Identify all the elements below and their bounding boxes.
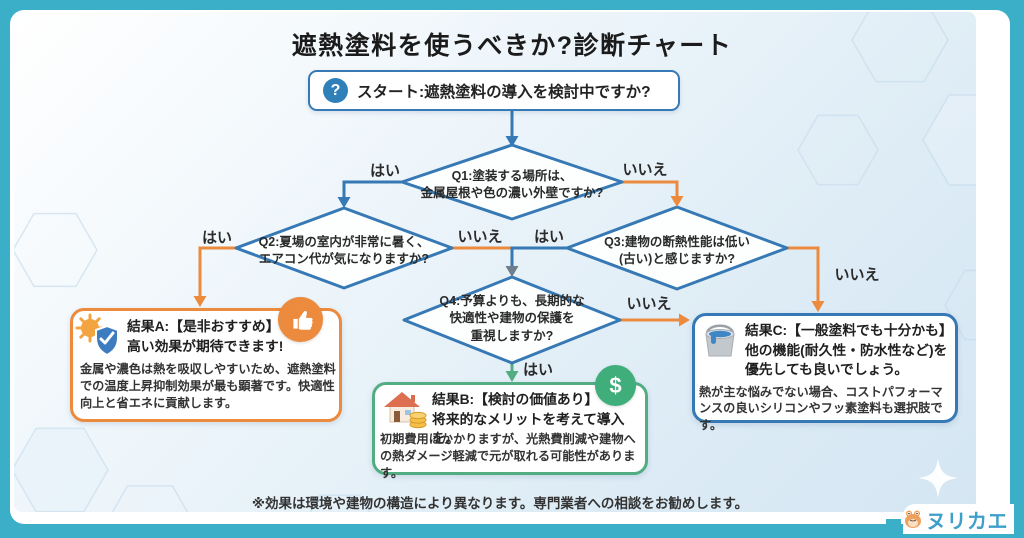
label-q2-no: いいえ <box>457 228 503 246</box>
q1-line2: 金属屋根や色の濃い外壁ですか? <box>420 186 604 201</box>
result-b-body: 初期費用はかかりますが、光熱費削減や建物への熱ダメージ軽減で元が取れる可能性があ… <box>380 432 636 481</box>
q4-line2: 快適性や建物の保護を <box>449 311 575 326</box>
brand-logo-text: ヌリカエ <box>926 510 1008 533</box>
start-node: ? スタート:遮熱塗料の導入を検討中ですか? <box>308 70 680 111</box>
result-a-body: 金属や濃色は熱を吸収しやすいため、遮熱塗料での温度上昇抑制効果が最も顕著です。快… <box>80 362 336 411</box>
result-c-body: 熱が主な悩みでない場合、コストパフォーマンスの良いシリコンやフッ素塗料も選択肢で… <box>699 385 943 432</box>
start-label: スタート:遮熱塗料の導入を検討中ですか? <box>357 83 651 101</box>
result-b-title: 結果B:【検討の価値あり】 将来的なメリットを考えて導入を。 <box>432 390 646 449</box>
q1-text: Q1:塗装する場所は、 金属屋根や色の濃い外壁ですか? <box>402 168 622 203</box>
result-c-title: 結果C:【一般塗料でも十分かも】 他の機能(耐久性・防水性など)を 優先しても良… <box>745 321 959 380</box>
result-c-box <box>692 313 958 423</box>
dollar-icon: $ <box>595 365 636 406</box>
label-q3-no: いいえ <box>834 266 880 284</box>
label-q1-yes: はい <box>369 162 401 180</box>
label-q3-yes: はい <box>533 228 565 246</box>
result-a-title2: 高い効果が期待できます! <box>127 338 284 354</box>
result-b-title2: 将来的なメリットを考えて導入を。 <box>432 411 625 447</box>
house-coins-icon <box>384 392 427 429</box>
q4-text: Q4:予算よりも、長期的な 快適性や建物の保護を 重視しますか? <box>402 293 622 345</box>
result-c-title1: 結果C:【一般塗料でも十分かも】 <box>745 323 953 338</box>
brand-logo: ヌリカエ <box>903 504 1014 534</box>
thumbs-up-icon <box>278 297 323 342</box>
q3-text: Q3:建物の断熱性能は低い (古い)と感じますか? <box>567 234 787 269</box>
q4-line3: 重視しますか? <box>470 328 554 343</box>
result-c-title3: 優先しても良いでしょう。 <box>745 362 909 378</box>
disclaimer-note: ※効果は環境や建物の構造により異なります。専門業者への相談をお勧めします。 <box>251 496 749 511</box>
label-q4-yes: はい <box>522 361 554 379</box>
result-c-title2: 他の機能(耐久性・防水性など)を <box>745 342 948 358</box>
label-q2-yes: はい <box>201 229 233 247</box>
label-q1-no: いいえ <box>622 161 668 179</box>
q4-line1: Q4:予算よりも、長期的な <box>439 294 585 308</box>
q2-line1: Q2:夏場の室内が非常に暑く、 <box>258 235 430 249</box>
paint-bucket-icon <box>705 324 735 357</box>
result-a-title1: 結果A:【是非おすすめ】 <box>127 319 280 334</box>
label-q4-no: いいえ <box>626 295 672 313</box>
page-title: 遮熱塗料を使うべきか?診断チャート <box>291 32 733 60</box>
frog-mascot-icon <box>905 510 921 528</box>
q3-line1: Q3:建物の断熱性能は低い <box>604 235 750 249</box>
q3-line2: (古い)と感じますか? <box>619 252 735 267</box>
result-a-title: 結果A:【是非おすすめ】 高い効果が期待できます! <box>127 317 339 356</box>
question-circle-icon: ? <box>323 78 348 103</box>
q2-line2: エアコン代が気になりますか? <box>258 252 430 267</box>
result-b-title1: 結果B:【検討の価値あり】 <box>432 392 599 407</box>
q1-line1: Q1:塗装する場所は、 <box>451 169 573 183</box>
q2-text: Q2:夏場の室内が非常に暑く、 エアコン代が気になりますか? <box>234 234 454 269</box>
sun-shield-icon <box>75 313 119 357</box>
teal-accent-chip <box>886 519 901 533</box>
